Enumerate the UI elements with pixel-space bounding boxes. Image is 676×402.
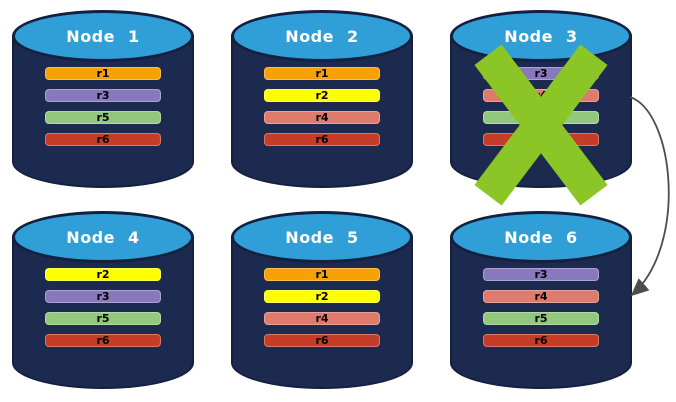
node-title: Node 4 xyxy=(66,227,140,247)
replica-label: r6 xyxy=(315,334,329,347)
replica-label: r3 xyxy=(534,67,548,80)
node-title: Node 6 xyxy=(504,227,578,247)
replica-label: r6 xyxy=(96,133,110,146)
replica-bar-r5: r5 xyxy=(45,312,161,325)
replica-label: r4 xyxy=(315,312,329,325)
node-1: Node 1 r1 r3 r5 r6 xyxy=(12,10,194,188)
replica-bar-r2: r2 xyxy=(264,89,380,102)
replica-bar-r1: r1 xyxy=(45,67,161,80)
replica-bar-r6: r6 xyxy=(264,133,380,146)
replica-label: r5 xyxy=(96,111,110,124)
replica-list: r3 r4 r5 r6 xyxy=(483,268,599,347)
replica-label: r3 xyxy=(534,268,548,281)
replica-label: r3 xyxy=(96,290,110,303)
replica-list: r1 r2 r4 r6 xyxy=(264,67,380,146)
replica-label: r3 xyxy=(96,89,110,102)
replica-list: r1 r3 r5 r6 xyxy=(45,67,161,146)
replica-list: r2 r3 r5 r6 xyxy=(45,268,161,347)
replica-label: r2 xyxy=(315,290,329,303)
replica-bar-r1: r1 xyxy=(264,268,380,281)
replica-bar-r3: r3 xyxy=(45,290,161,303)
replica-bar-r2: r2 xyxy=(45,268,161,281)
replica-list: r1 r2 r4 r6 xyxy=(264,268,380,347)
replica-label: r1 xyxy=(96,67,110,80)
replica-label: r2 xyxy=(315,89,329,102)
replica-label: r6 xyxy=(315,133,329,146)
replica-bar-r4: r4 xyxy=(483,290,599,303)
replica-bar-r3: r3 xyxy=(483,268,599,281)
replica-bar-r1: r1 xyxy=(264,67,380,80)
node-title: Node 3 xyxy=(504,26,578,46)
node-6: Node 6 r3 r4 r5 r6 xyxy=(450,211,632,389)
replica-label: r1 xyxy=(315,268,329,281)
replica-label: r6 xyxy=(96,334,110,347)
replica-label: r5 xyxy=(534,312,548,325)
node-4: Node 4 r2 r3 r5 r6 xyxy=(12,211,194,389)
replica-label: r5 xyxy=(96,312,110,325)
node-5: Node 5 r1 r2 r4 r6 xyxy=(231,211,413,389)
failure-x-icon xyxy=(450,10,632,206)
cylinder-top: Node 1 xyxy=(12,10,194,62)
replica-label: r4 xyxy=(534,290,548,303)
replica-bar-r6: r6 xyxy=(45,334,161,347)
replica-label: r1 xyxy=(315,67,329,80)
replica-bar-r3: r3 xyxy=(45,89,161,102)
replica-label: r2 xyxy=(96,268,110,281)
cylinder-top: Node 6 xyxy=(450,211,632,263)
cylinder-top: Node 3 xyxy=(450,10,632,62)
node-title: Node 5 xyxy=(285,227,359,247)
replica-bar-r6: r6 xyxy=(45,133,161,146)
node-title: Node 2 xyxy=(285,26,359,46)
cylinder-top: Node 5 xyxy=(231,211,413,263)
cylinder-top: Node 2 xyxy=(231,10,413,62)
replica-bar-r4: r4 xyxy=(264,312,380,325)
node-title: Node 1 xyxy=(66,26,140,46)
replica-label: r6 xyxy=(534,334,548,347)
replica-bar-r5: r5 xyxy=(483,312,599,325)
replica-bar-r5: r5 xyxy=(45,111,161,124)
replica-bar-r6: r6 xyxy=(483,334,599,347)
replica-label: r4 xyxy=(315,111,329,124)
replica-bar-r2: r2 xyxy=(264,290,380,303)
replica-bar-r6: r6 xyxy=(264,334,380,347)
replica-bar-r4: r4 xyxy=(264,111,380,124)
cylinder-top: Node 4 xyxy=(12,211,194,263)
node-2: Node 2 r1 r2 r4 r6 xyxy=(231,10,413,188)
